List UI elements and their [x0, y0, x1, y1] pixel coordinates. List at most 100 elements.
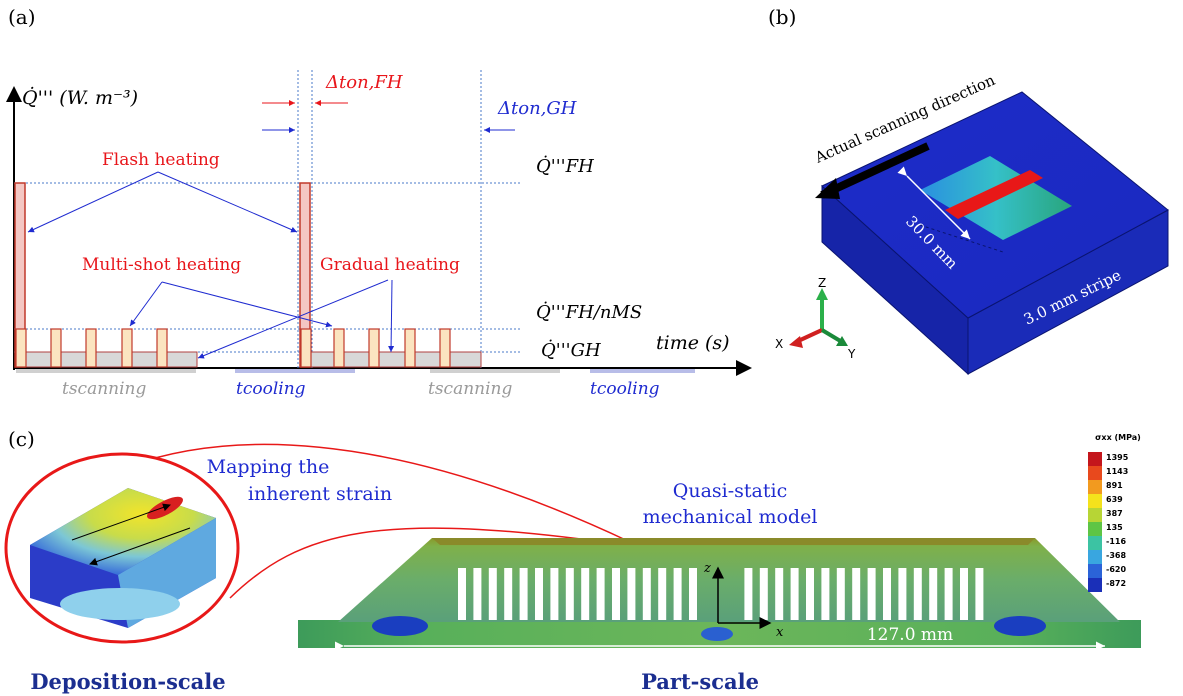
part-axis-x-label: x — [776, 625, 784, 640]
phase-bar-scan-2 — [430, 369, 560, 373]
stress-pocket-center — [701, 627, 733, 641]
ms-arrow-2 — [161, 281, 333, 328]
phase-label-cooling-2: tcooling — [590, 379, 660, 399]
part-slot — [673, 568, 682, 620]
x-axis-label: time (s) — [656, 332, 730, 354]
phase-bar-scan-1 — [16, 369, 196, 373]
part-axis-z-label: z — [703, 561, 711, 576]
stress-pocket-right — [994, 616, 1046, 636]
part-slot — [535, 568, 543, 620]
colorbar-tick-label: 891 — [1106, 481, 1123, 490]
part-slot — [821, 568, 830, 620]
part-body — [338, 538, 1120, 622]
width-dimension — [897, 166, 971, 240]
part-slot — [759, 568, 768, 620]
colorbar-title: σxx (MPa) — [1095, 433, 1141, 442]
ms-bar — [15, 328, 27, 368]
ms-bar — [121, 328, 133, 368]
part-slot — [744, 568, 753, 620]
part-slot — [689, 568, 697, 620]
part-slot — [883, 568, 891, 620]
scan-direction-arrow — [820, 142, 930, 199]
gradual-arrow-2 — [388, 279, 395, 353]
ms-arrow-1 — [129, 281, 163, 327]
phase-label-scanning-2: tscanning — [428, 379, 512, 399]
part-scale-label: Part-scale — [641, 669, 759, 694]
part-slot — [488, 568, 497, 620]
depo-scan-arrow-2 — [89, 527, 191, 566]
panel-label-c: (c) — [8, 427, 35, 451]
triad-z-label: Z — [818, 276, 826, 290]
colorbar-tick-label: -620 — [1106, 565, 1126, 574]
gradual-arrow-1 — [197, 279, 389, 359]
part-slot — [627, 568, 636, 620]
part-slot — [458, 568, 466, 620]
part-slot — [913, 568, 922, 620]
colorbar-tick-label: -368 — [1106, 551, 1126, 560]
dt-fh-label: Δton,FH — [325, 72, 403, 93]
part-slot — [642, 568, 651, 620]
colorbar-swatch — [1088, 536, 1102, 550]
colorbar-swatch — [1088, 564, 1102, 578]
part-slot — [473, 568, 482, 620]
gradual-bar-1 — [14, 351, 198, 368]
colorbar-swatch — [1088, 452, 1102, 466]
part-slot — [836, 568, 845, 620]
colorbar-swatch — [1088, 578, 1102, 592]
colorbar-swatch — [1088, 522, 1102, 536]
colorbar-swatch — [1088, 466, 1102, 480]
stress-pocket-left — [372, 616, 428, 636]
flash-heating-label: Flash heating — [102, 150, 220, 170]
phase-bar-cool-1 — [235, 369, 355, 373]
part-slot — [596, 568, 605, 620]
y-axis-label: Q̇''' (W. m⁻³) — [22, 87, 138, 109]
dt-gh-label: Δton,GH — [497, 98, 577, 119]
mapping-label-line2: inherent strain — [248, 483, 392, 505]
colorbar-tick-label: 387 — [1106, 509, 1123, 518]
slot-array — [458, 568, 984, 620]
part-slot — [550, 568, 559, 620]
part-slot — [504, 568, 513, 620]
colorbar-tick-label: -872 — [1106, 579, 1126, 588]
colorbar-swatch — [1088, 550, 1102, 564]
deposition-scale-label: Deposition-scale — [30, 669, 225, 694]
part-slot — [852, 568, 861, 620]
ms-bar — [368, 328, 380, 368]
colorbar-tick-label: 135 — [1106, 523, 1123, 532]
model-label-line1: Quasi-static — [673, 480, 787, 502]
triad-y-head — [836, 336, 848, 346]
scan-direction-arrowhead — [815, 178, 840, 199]
depo-bottom-region — [60, 588, 180, 620]
part-slot — [867, 568, 876, 620]
length-dimension-label: 127.0 mm — [867, 625, 953, 645]
ms-bar — [50, 328, 62, 368]
ms-bar — [85, 328, 97, 368]
panel-label-a: (a) — [8, 5, 36, 29]
model-label-line2: mechanical model — [643, 506, 818, 528]
zoom-connector-top — [123, 443, 631, 543]
triad-y-label: Y — [847, 347, 856, 361]
part-slot — [519, 568, 528, 620]
colorbar-tick-label: -116 — [1106, 537, 1126, 546]
part-slot — [960, 568, 968, 620]
part-top-edge — [432, 538, 1035, 545]
part-slot — [898, 568, 907, 620]
part-slot — [806, 568, 814, 620]
depo-scan-arrow-1 — [71, 503, 171, 541]
colorbar-swatch — [1088, 508, 1102, 522]
level-gh-label: Q̇'''GH — [541, 339, 601, 361]
triad-x-label: X — [775, 337, 783, 351]
part-slot — [975, 568, 984, 620]
phase-bar-cool-2 — [590, 369, 695, 373]
ms-bar — [333, 328, 345, 368]
mapping-label-line1: Mapping the — [207, 456, 330, 478]
part-slot — [581, 568, 590, 620]
panel-label-b: (b) — [768, 5, 796, 29]
ms-bar — [439, 328, 451, 368]
ms-bar — [404, 328, 416, 368]
colorbar-swatch — [1088, 480, 1102, 494]
colorbar-tick-label: 639 — [1106, 495, 1123, 504]
